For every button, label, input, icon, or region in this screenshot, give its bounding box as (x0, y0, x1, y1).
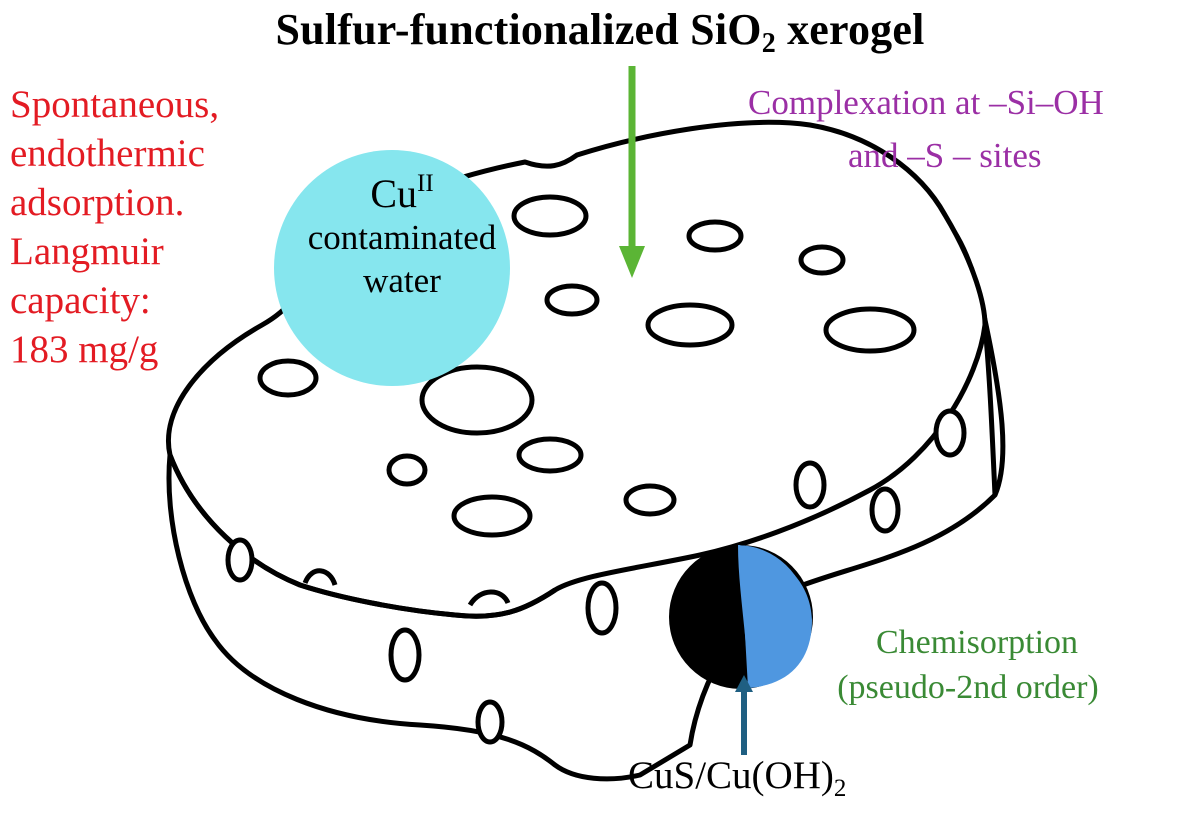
product-label: CuS/Cu(OH)2 (628, 754, 847, 802)
complexation-note-line: and –S – sites (848, 136, 1042, 175)
pore (419, 364, 535, 436)
contaminated-water-line: contaminated (307, 218, 497, 257)
adsorption-note-line: Spontaneous, (10, 83, 220, 126)
pore (933, 408, 967, 458)
pore (451, 494, 533, 538)
adsorption-note-line: endothermic (10, 132, 205, 175)
adsorption-note-line: adsorption. (10, 181, 185, 224)
chemisorption-note-line: (pseudo-2nd order) (837, 669, 1099, 706)
contaminated-water-line: water (363, 261, 441, 300)
copper-ion-label: CuII (370, 170, 434, 216)
pore (516, 436, 584, 474)
pore (386, 453, 428, 487)
complexation-note: Complexation at –Si–OH and –S – sites (742, 76, 1172, 182)
contaminated-water-drop (274, 150, 510, 386)
pore-notch (467, 589, 511, 607)
pore (475, 699, 505, 745)
pore (798, 244, 846, 276)
contaminated-water-label: CuII contaminated water (292, 162, 512, 302)
adsorption-note: Spontaneous, endothermic adsorption. Lan… (10, 80, 270, 374)
pore (623, 483, 677, 517)
adsorption-note-line: capacity: (10, 279, 151, 322)
side-pores (225, 408, 967, 745)
pore (257, 358, 319, 398)
pore (585, 580, 619, 636)
product-pointer-arrow (735, 675, 753, 755)
pore (823, 306, 917, 354)
pore-notch (302, 568, 338, 586)
adsorption-note-line: 183 mg/g (10, 328, 159, 371)
product-particle (669, 545, 813, 689)
adsorption-note-line: Langmuir (10, 230, 164, 273)
pore (544, 283, 600, 317)
xerogel-right-edge-line (982, 324, 998, 496)
xerogel-edge-line (167, 454, 557, 619)
chemisorption-note: Chemisorption (pseudo-2nd order) (818, 620, 1118, 710)
top-pores (257, 194, 917, 538)
complexation-note-line: Complexation at –Si–OH (748, 83, 1104, 122)
pore (388, 627, 422, 683)
chemisorption-note-line: Chemisorption (875, 624, 1079, 661)
pore (511, 194, 589, 238)
diagram-title: Sulfur-functionalized SiO2 xerogel (275, 5, 925, 59)
pore (793, 460, 827, 510)
pore (869, 486, 901, 534)
pore (686, 219, 744, 253)
inflow-arrow (619, 66, 645, 278)
pore (225, 537, 255, 583)
pore (645, 302, 735, 348)
